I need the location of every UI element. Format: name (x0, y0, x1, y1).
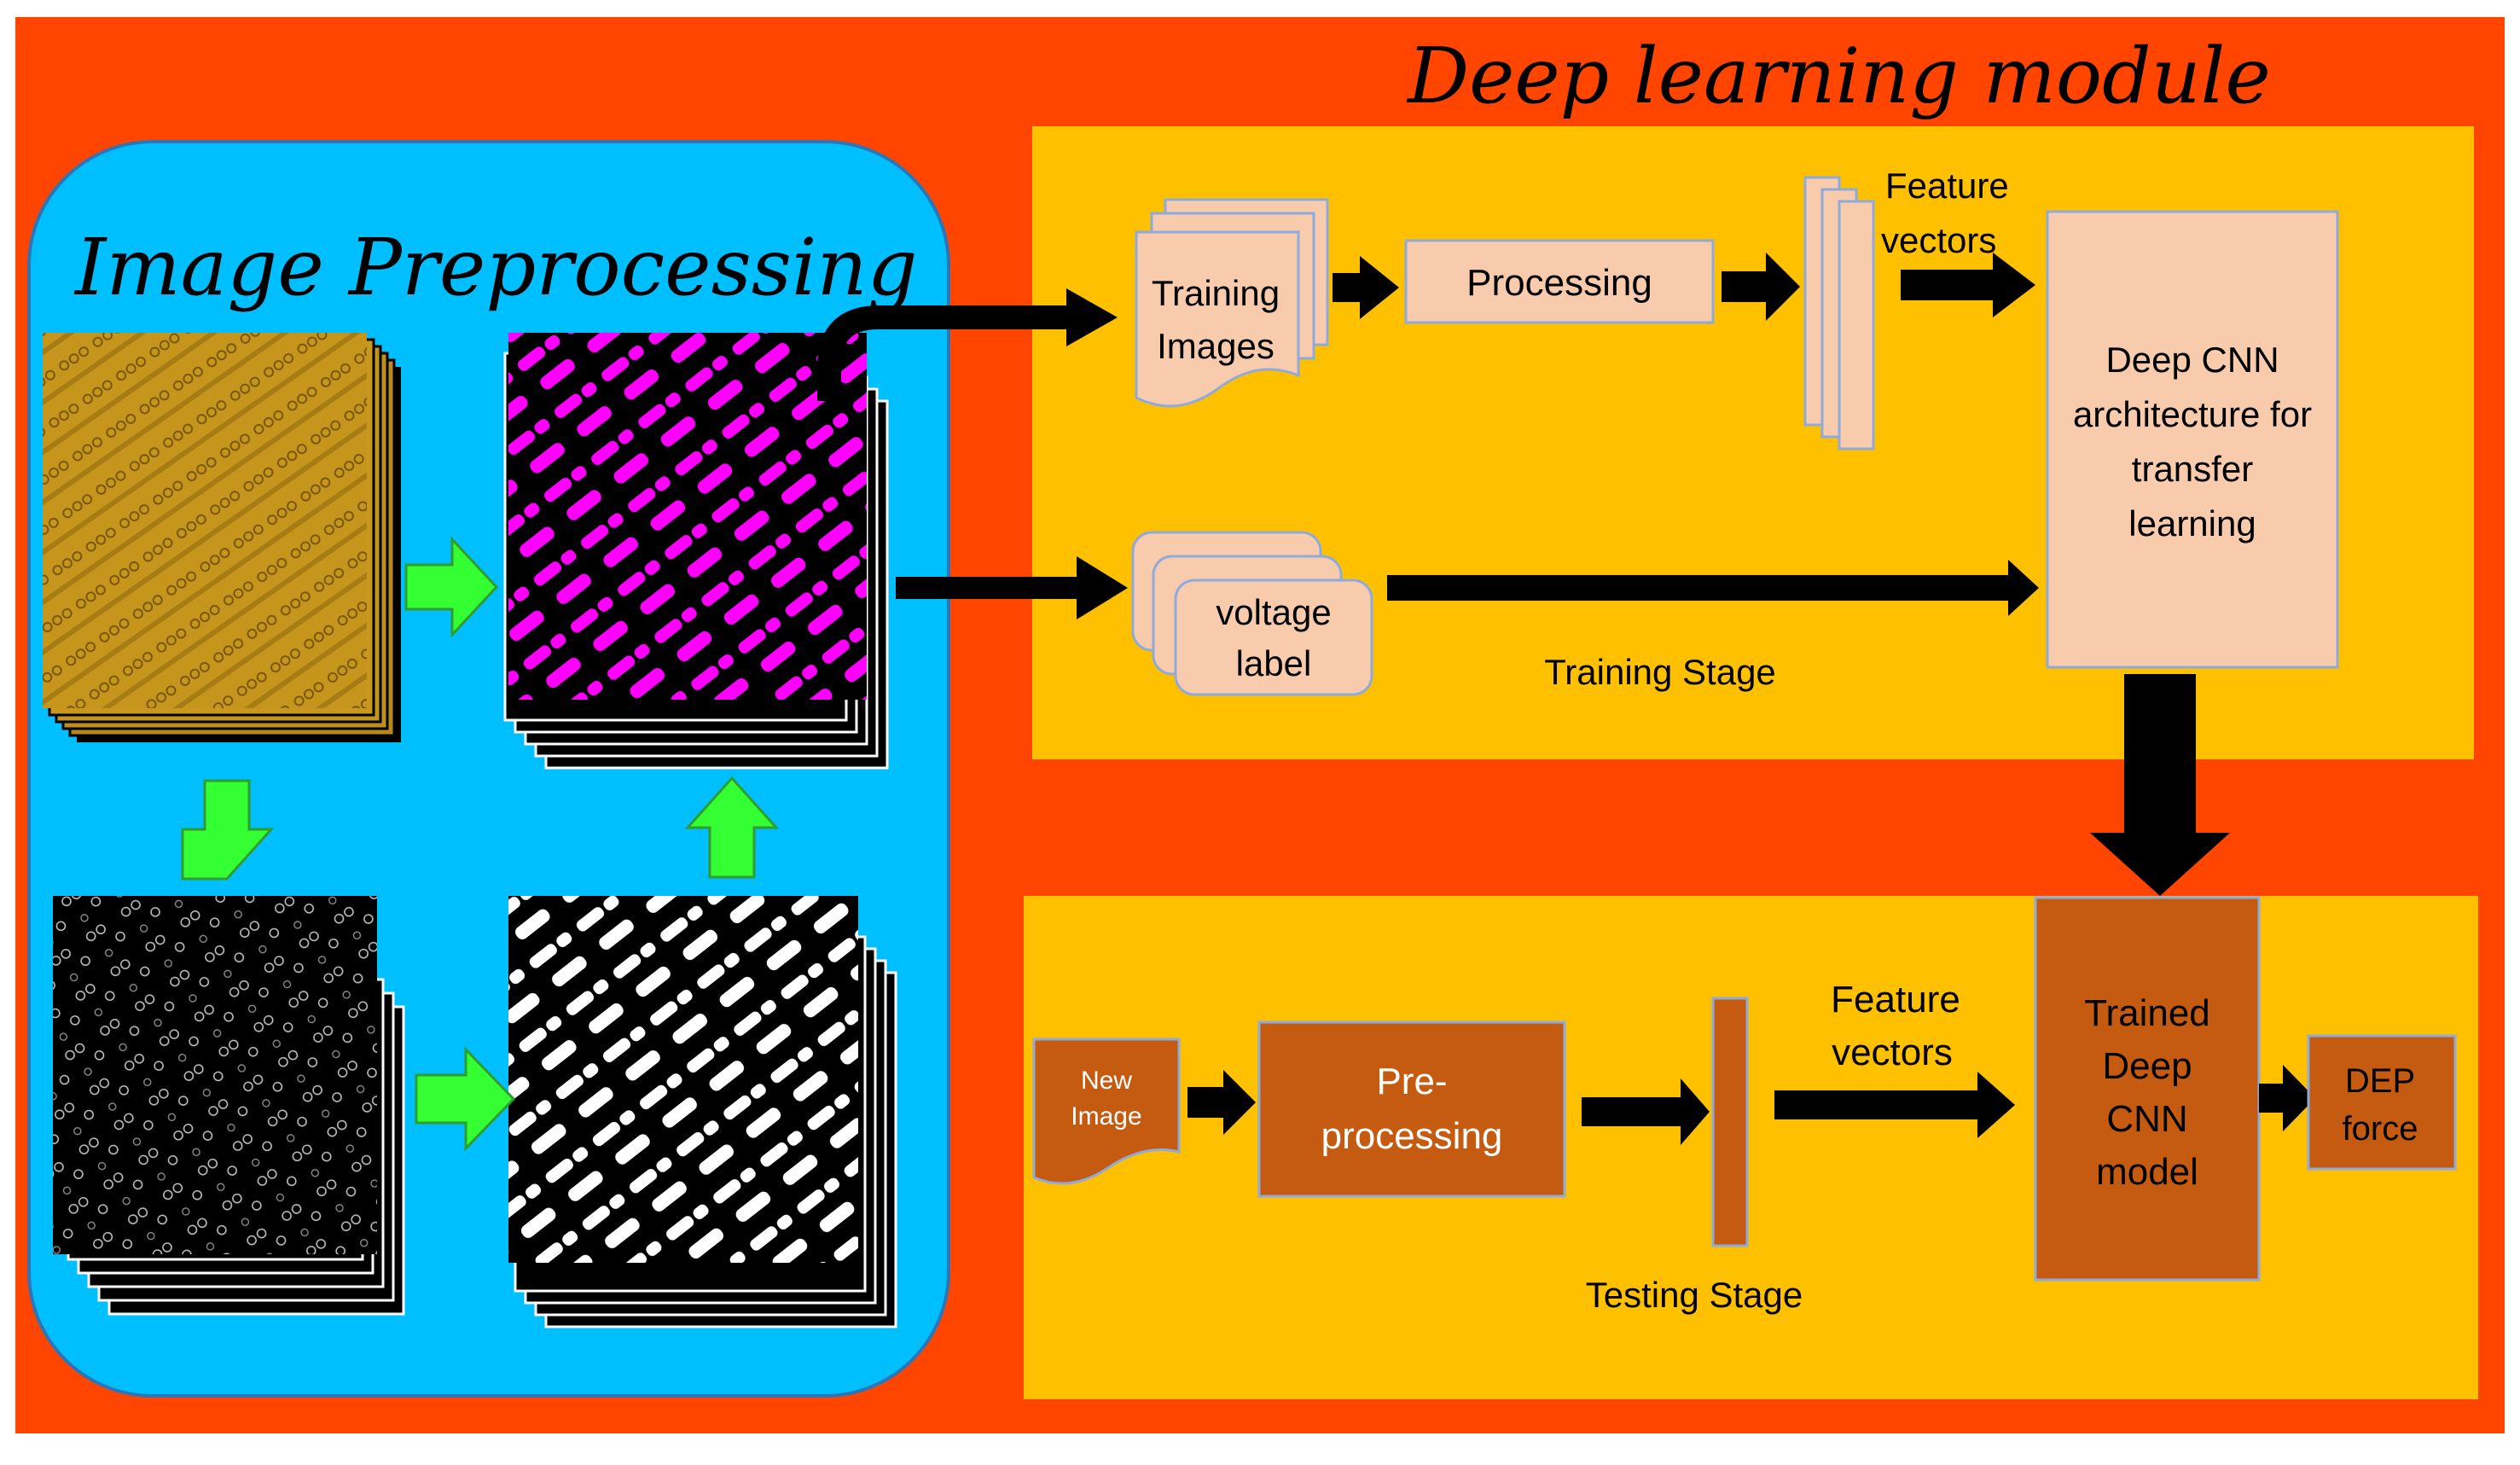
training-feature-vectors-line2: vectors (1881, 220, 1996, 260)
arrow-cnn-to-trained-head (2090, 833, 2230, 896)
training-images-label-line2: Images (1157, 326, 1275, 366)
trained-model-box (2034, 896, 2261, 1282)
magenta-segmented-image (508, 333, 867, 700)
testing-feature-vectors-line1: Feature (1831, 979, 1960, 1020)
raw-image-stack (43, 333, 401, 742)
arrow-preprocessing-to-features-head (1681, 1078, 1710, 1145)
green-arrow-right-top (404, 536, 499, 638)
training-stage-label: Training Stage (1544, 652, 1776, 692)
arrow-voltage-to-cnn-shaft (1387, 575, 2010, 601)
green-arrow-right-bottom (415, 1046, 516, 1152)
dep-force-line2: force (2343, 1110, 2418, 1148)
trained-model-line3: CNN (2106, 1098, 2187, 1140)
voltage-label-node: voltage label (1131, 531, 1373, 696)
processing-box (1404, 239, 1715, 324)
edge-image-stack (53, 896, 405, 1316)
green-arrow-down (181, 779, 275, 881)
arrow-new-image-to-preprocessing-head (1223, 1070, 1256, 1135)
edge-detected-image (53, 896, 377, 1254)
arrow-features-to-trained-head (1977, 1072, 2015, 1138)
training-images-node: Training Images (1135, 198, 1329, 408)
arrow-voltage-to-cnn-head (2008, 560, 2039, 616)
arrow-new-image-to-preprocessing-shaft (1187, 1087, 1225, 1118)
arrow-preprocessing-to-features-shaft (1582, 1097, 1682, 1126)
training-feature-vectors-line1: Feature (1885, 166, 2009, 206)
processing-label: Processing (1466, 262, 1652, 304)
arrow-processing-to-features-shaft (1722, 271, 1768, 302)
testing-stage-label: Testing Stage (1586, 1275, 1803, 1315)
cnn-architecture-line2: architecture for (2073, 394, 2312, 434)
trained-model-line2: Deep (2102, 1045, 2192, 1087)
flow-arrow-to-voltage-label (896, 577, 1082, 599)
training-images-label-line1: Training (1152, 273, 1280, 313)
arrow-cnn-to-trained-shaft (2124, 674, 2196, 833)
preprocessing-box (1257, 1020, 1566, 1198)
dep-force-box (2307, 1034, 2457, 1171)
dep-force-line1: DEP (2345, 1062, 2415, 1100)
voltage-label-line1: voltage (1216, 592, 1331, 632)
preprocessing-label-line1: Pre- (1376, 1061, 1447, 1102)
magenta-image-stack (503, 333, 889, 770)
preprocessing-label-line2: processing (1321, 1115, 1503, 1157)
arrow-head-training-images (1066, 288, 1118, 346)
flow-arrow-to-training-images (817, 305, 1066, 401)
arrow-processing-to-features-head (1766, 253, 1800, 321)
arrow-trained-to-dep-shaft (2259, 1084, 2285, 1113)
cnn-architecture-line3: transfer (2132, 449, 2253, 489)
testing-feature-vectors-line2: vectors (1832, 1032, 1953, 1073)
arrow-features-to-cnn-shaft (1901, 270, 1995, 300)
green-arrow-up (684, 776, 780, 879)
image-preprocessing-title: Image Preprocessing (73, 222, 918, 313)
arrow-trained-to-dep-head (2283, 1065, 2315, 1131)
arrow-features-to-cnn-head (1993, 253, 2035, 317)
new-image-label-line1: New (1081, 1067, 1132, 1095)
trained-model-line4: model (2096, 1151, 2198, 1193)
trained-model-line1: Trained (2084, 992, 2210, 1034)
training-feature-vector-stack (1803, 176, 1875, 451)
binary-image (508, 896, 858, 1263)
cnn-architecture-line1: Deep CNN (2105, 340, 2279, 380)
testing-feature-vector (1711, 997, 1749, 1247)
arrow-images-to-processing-head (1360, 256, 1399, 319)
deep-learning-module-title: Deep learning module (1406, 32, 2271, 121)
cnn-architecture-box (2046, 210, 2339, 669)
arrow-images-to-processing-shaft (1333, 273, 1360, 302)
cnn-architecture-line4: learning (2128, 503, 2256, 544)
new-image-node (1032, 1038, 1181, 1185)
arrow-head-voltage-label (1077, 556, 1128, 619)
new-image-label-line2: Image (1071, 1102, 1141, 1131)
arrow-features-to-trained-shaft (1774, 1090, 1979, 1119)
raw-microscope-image (43, 333, 367, 708)
voltage-label-line2: label (1236, 643, 1312, 683)
binary-image-stack (508, 896, 897, 1328)
